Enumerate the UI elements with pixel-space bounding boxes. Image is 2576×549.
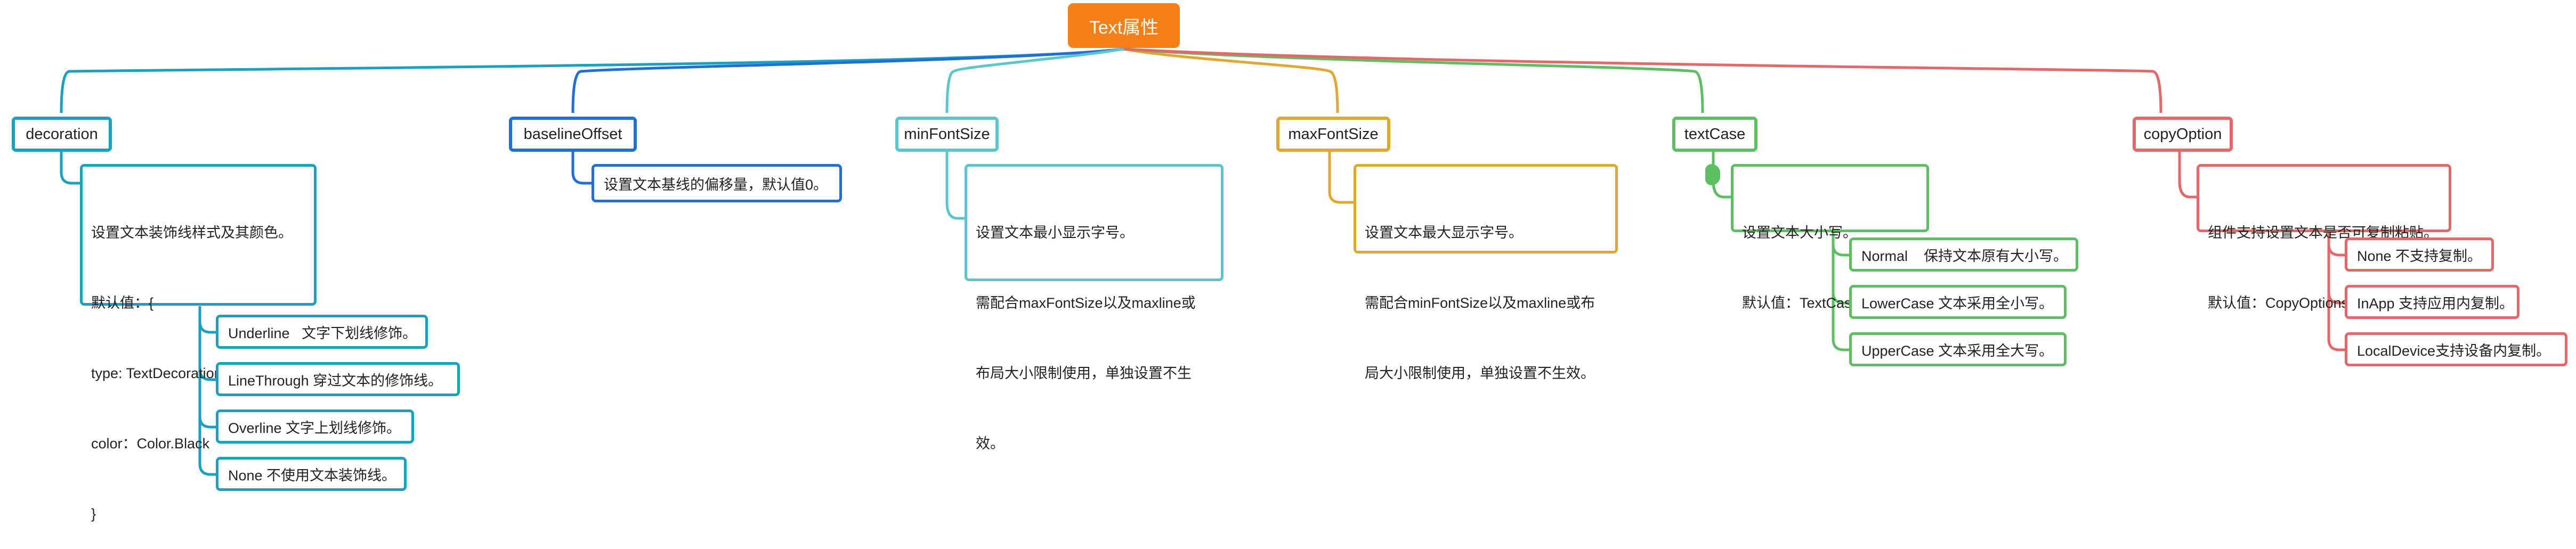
desc-line: 设置文本最大显示字号。: [1365, 225, 1523, 241]
node-normal[interactable]: Normal 保持文本原有大小写。: [1849, 237, 2078, 272]
desc-line: 需配合minFontSize以及maxline或布: [1365, 295, 1595, 311]
node-uppercase[interactable]: UpperCase 文本采用全大写。: [1849, 332, 2067, 366]
node-maxFontSize[interactable]: maxFontSize: [1276, 117, 1390, 152]
node-minFontSize[interactable]: minFontSize: [895, 117, 999, 152]
root-node[interactable]: Text属性: [1068, 3, 1180, 48]
desc-line: }: [91, 506, 96, 522]
node-decoration[interactable]: decoration: [12, 117, 112, 152]
node-baselineOffset[interactable]: baselineOffset: [509, 117, 637, 152]
node-lowercase[interactable]: LowerCase 文本采用全小写。: [1849, 285, 2067, 319]
desc-line: 默认值：{: [91, 295, 154, 311]
desc-line: 效。: [976, 436, 1005, 452]
mindmap-connectors: [60, 47, 2345, 476]
connector-baselineOffset: [571, 47, 1124, 113]
node-copy-none[interactable]: None 不支持复制。: [2345, 237, 2494, 272]
node-copyOption-desc[interactable]: 组件支持设置文本是否可复制粘贴。 默认值：CopyOptions.None: [2197, 164, 2451, 311]
desc-line: 布局大小限制使用，单独设置不生: [976, 365, 1192, 381]
node-copy-localdevice[interactable]: LocalDevice支持设备内复制。: [2345, 332, 2567, 366]
node-overline[interactable]: Overline 文字上划线修饰。: [216, 409, 414, 444]
node-textCase-desc[interactable]: 设置文本大小写。 默认值：TextCase.Normal: [1731, 164, 1929, 311]
connector-textCase: [1123, 47, 1704, 113]
connector-copyOption: [1123, 47, 2162, 113]
node-textCase[interactable]: textCase: [1672, 117, 1757, 152]
node-copy-inapp[interactable]: InApp 支持应用内复制。: [2345, 285, 2520, 319]
collapse-handle-icon[interactable]: [1705, 164, 1720, 185]
node-maxFontSize-desc[interactable]: 设置文本最大显示字号。 需配合minFontSize以及maxline或布 局大…: [1354, 164, 1618, 381]
connector-maxFontSize: [1123, 47, 1339, 113]
desc-line: color：Color.Black: [91, 436, 210, 452]
node-linethrough[interactable]: LineThrough 穿过文本的修饰线。: [216, 362, 460, 396]
node-baselineOffset-desc[interactable]: 设置文本基线的偏移量，默认值0。: [592, 164, 842, 202]
node-none[interactable]: None 不使用文本装饰线。: [216, 457, 407, 491]
desc-line: 设置文本装饰线样式及其颜色。: [91, 225, 293, 241]
connector-minFontSize: [945, 47, 1124, 113]
desc-line: 设置文本大小写。: [1742, 225, 1857, 241]
node-decoration-desc[interactable]: 设置文本装饰线样式及其颜色。 默认值：{ type: TextDecoratio…: [80, 164, 317, 522]
node-minFontSize-desc[interactable]: 设置文本最小显示字号。 需配合maxFontSize以及maxline或 布局大…: [965, 164, 1224, 452]
desc-line: 需配合maxFontSize以及maxline或: [976, 295, 1196, 311]
node-underline[interactable]: Underline 文字下划线修饰。: [216, 315, 428, 349]
node-copyOption[interactable]: copyOption: [2133, 117, 2233, 152]
desc-line: 局大小限制使用，单独设置不生效。: [1365, 365, 1595, 381]
desc-line: 设置文本最小显示字号。: [976, 225, 1134, 241]
